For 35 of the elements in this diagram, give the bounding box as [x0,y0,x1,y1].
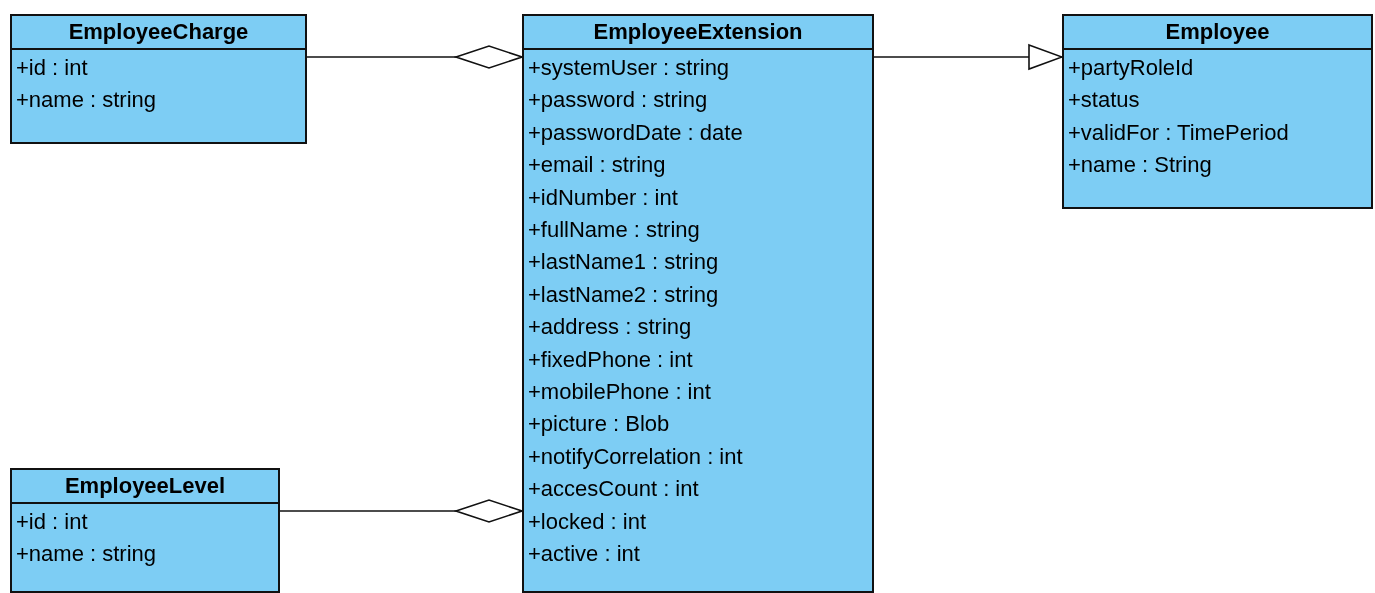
class-box [522,14,874,593]
attribute-text: +picture : Blob [527,410,671,439]
association-line [279,499,523,523]
attribute-text: +id : int [15,54,89,82]
attribute-text: +systemUser : string [527,54,731,82]
attribute-text: +name : string [15,86,157,115]
attribute-text: +fixedPhone : int [527,345,694,374]
attribute-text: +partyRoleId [1067,54,1195,82]
attribute-text: +accesCount : int [527,475,700,504]
attribute-text: +validFor : TimePeriod [1067,118,1290,147]
attribute-text: +fullName : string [527,216,701,245]
class-name: EmployeeCharge [12,16,305,50]
attribute-text: +id : int [15,508,89,536]
association-line [873,44,1063,70]
attribute-text: +password : string [527,86,709,115]
attribute-text: +active : int [527,540,641,569]
attribute-text: +email : string [527,151,667,180]
attribute-text: +lastName2 : string [527,280,720,309]
attribute-text: +locked : int [527,507,647,536]
attribute-text: +name : String [1067,151,1213,180]
attribute-text: +mobilePhone : int [527,378,712,407]
association-line [306,45,523,69]
class-name: EmployeeExtension [524,16,872,50]
attribute-text: +address : string [527,313,693,342]
attribute-text: +idNumber : int [527,183,679,212]
class-name: Employee [1064,16,1371,50]
attribute-text: +lastName1 : string [527,248,720,277]
class-name: EmployeeLevel [12,470,278,504]
class-box [10,14,307,144]
class-box [10,468,280,593]
attribute-text: +name : string [15,540,157,569]
attribute-text: +notifyCorrelation : int [527,442,744,471]
class-box [1062,14,1373,209]
attribute-text: +passwordDate : date [527,118,744,147]
attribute-text: +status [1067,86,1141,115]
